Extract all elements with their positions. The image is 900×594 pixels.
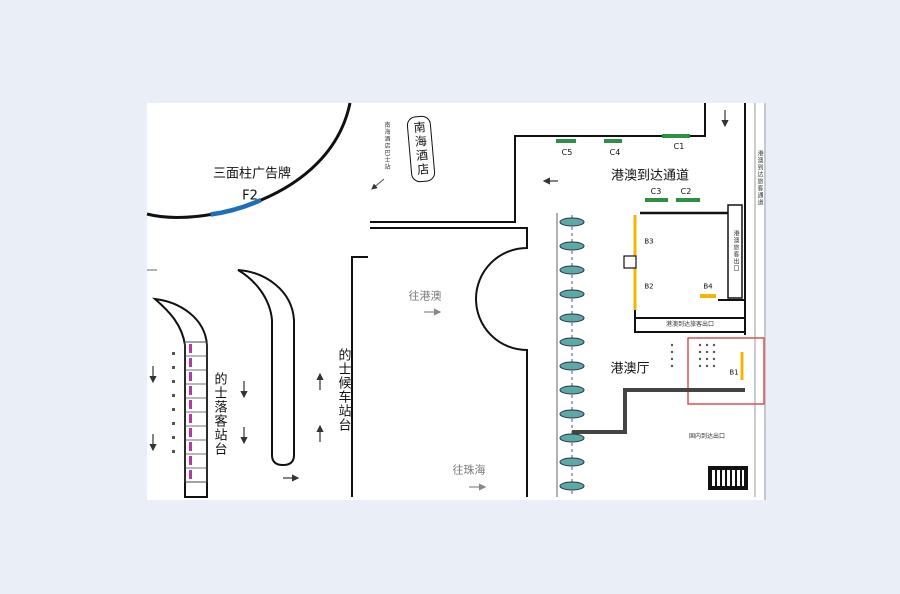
seating-dots [670, 343, 716, 368]
taxi-pickup-label: 的士候车站台 [335, 348, 351, 432]
gate-c5-marker [556, 139, 576, 143]
direction-hk-macau: 往港澳 [408, 289, 442, 303]
gate-c3-label: C3 [650, 187, 662, 196]
domestic-exit-label: 国内到达出口 [688, 433, 726, 440]
edge-note: 港澳到达旅客通道 [756, 150, 763, 206]
exit-bar-label: 港澳到达旅客出口 [665, 321, 715, 328]
billboard-label: 三面柱广告牌 [212, 166, 292, 182]
dropoff-bays [172, 341, 208, 483]
pillar [559, 409, 585, 419]
pillar [559, 217, 585, 227]
terminal-wall-outer [370, 103, 706, 223]
gate-b4-label: B4 [703, 282, 713, 291]
center-island [237, 269, 295, 467]
map-canvas [147, 103, 765, 500]
gate-c2-label: C2 [680, 187, 692, 196]
pillar-column [559, 217, 585, 491]
gate-c4-marker [604, 139, 622, 143]
side-counter-label: 港澳旅客出口 [732, 230, 739, 272]
pillar [559, 265, 585, 275]
equipment-box [708, 466, 748, 490]
billboard-code: F2 [242, 188, 258, 204]
pillar [559, 313, 585, 323]
terminal-wall-inner [370, 227, 528, 497]
side-counter [727, 204, 743, 299]
pillar [559, 481, 585, 491]
gate-b4-marker [700, 294, 716, 298]
gate-c2-marker [676, 198, 700, 202]
direction-zhuhai: 往珠海 [452, 463, 486, 477]
gate-b2-label: B2 [644, 282, 654, 291]
pillar [559, 457, 585, 467]
room-column [623, 255, 637, 269]
arrival-passage-label: 港澳到达通道 [610, 168, 690, 184]
pillar [559, 385, 585, 395]
pillar [559, 361, 585, 371]
pillar [559, 433, 585, 443]
hall-step-wall [572, 388, 745, 434]
gate-b1-label: B1 [729, 368, 739, 377]
gate-b3-label: B3 [644, 237, 654, 246]
billboard-f2-marker [210, 197, 262, 217]
pickup-kerb [351, 256, 368, 497]
gate-c1-label: C1 [673, 142, 685, 151]
gate-c1-marker [662, 134, 690, 138]
gate-c5-label: C5 [561, 148, 573, 157]
gate-c4-label: C4 [609, 148, 621, 157]
arrow-down-left-icon [371, 178, 385, 190]
hotel-bus-note: 南海酒店巴士站 [383, 121, 390, 171]
highlight-box [687, 337, 765, 405]
exit-bar [634, 317, 746, 333]
taxi-dropoff-label: 的士落客站台 [211, 372, 227, 456]
pillar [559, 289, 585, 299]
pillar [559, 241, 585, 251]
gate-c3-marker [645, 198, 668, 202]
hall-label: 港澳厅 [610, 361, 650, 377]
pillar [559, 337, 585, 347]
